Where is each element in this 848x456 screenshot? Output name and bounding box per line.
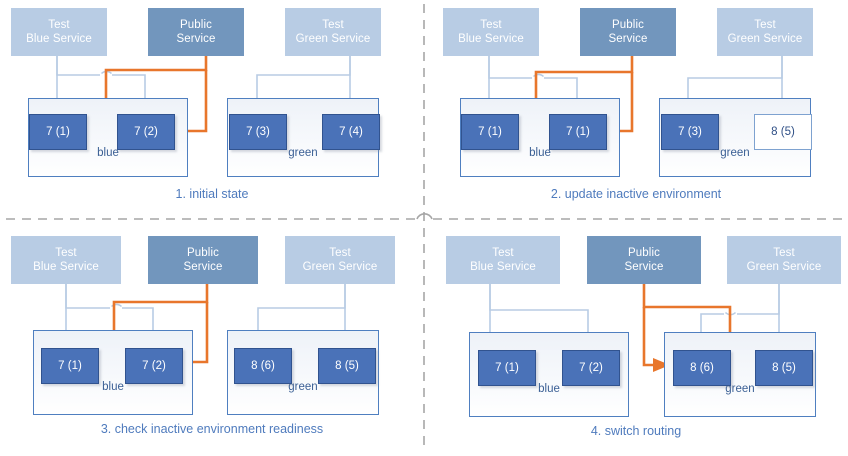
blue-task-1[interactable]: 7 (1) xyxy=(461,114,519,150)
test-green-service-label-1: Test xyxy=(322,19,344,31)
green-environment-label: green xyxy=(725,383,755,395)
green-task-1[interactable]: 8 (6) xyxy=(234,348,292,384)
blue-environment-label: blue xyxy=(97,147,119,159)
divider-crossover-hop xyxy=(416,213,433,220)
test-green-service-label-1: Test xyxy=(773,247,795,259)
test-blue-service-label-1: Test xyxy=(480,19,502,31)
panel-1-caption: 1. initial state xyxy=(175,187,249,201)
green-environment-label: green xyxy=(288,147,318,159)
green-task-2[interactable]: 7 (4) xyxy=(322,114,380,150)
blue-task-1[interactable]: 7 (1) xyxy=(41,348,99,384)
test-green-service-label-1: Test xyxy=(329,247,351,259)
blue-task-2[interactable]: 7 (2) xyxy=(117,114,175,150)
test-blue-service-label-2: Blue Service xyxy=(26,33,92,45)
public-service-label-2: Service xyxy=(624,261,664,273)
test-green-service-label-2: Green Service xyxy=(746,261,822,273)
blue-environment-label: blue xyxy=(538,383,560,395)
green-task-1[interactable]: 7 (3) xyxy=(661,114,719,150)
green-task-1[interactable]: 7 (3) xyxy=(229,114,287,150)
green-task-2[interactable]: 8 (5) xyxy=(754,114,812,150)
public-service-label-1: Public xyxy=(628,247,660,259)
public-service-label-1: Public xyxy=(187,247,219,259)
test-blue-service-label-1: Test xyxy=(492,247,514,259)
green-environment-label: green xyxy=(288,381,318,393)
public-service-label-2: Service xyxy=(183,261,223,273)
public-service-label-1: Public xyxy=(180,19,212,31)
blue-environment: blue xyxy=(33,330,193,415)
test-blue-service-label-1: Test xyxy=(55,247,77,259)
blue-task-1[interactable]: 7 (1) xyxy=(29,114,87,150)
green-environment-label: green xyxy=(720,147,750,159)
public-service-label-1: Public xyxy=(612,19,644,31)
panel-4-caption: 4. switch routing xyxy=(590,424,682,438)
test-blue-service-label-2: Blue Service xyxy=(33,261,99,273)
blue-environment-label: blue xyxy=(102,381,124,393)
green-task-2[interactable]: 8 (5) xyxy=(755,350,813,386)
blue-task-1[interactable]: 7 (1) xyxy=(478,350,536,386)
public-service-label-2: Service xyxy=(176,33,216,45)
blue-task-2[interactable]: 7 (2) xyxy=(125,348,183,384)
test-blue-service-label-1: Test xyxy=(48,19,70,31)
green-task-2[interactable]: 8 (5) xyxy=(318,348,376,384)
blue-task-2[interactable]: 7 (2) xyxy=(562,350,620,386)
panel-3-caption: 3. check inactive environment readiness xyxy=(100,422,324,436)
blue-task-2[interactable]: 7 (1) xyxy=(549,114,607,150)
public-service-label-2: Service xyxy=(608,33,648,45)
green-task-1[interactable]: 8 (6) xyxy=(673,350,731,386)
test-green-service-label-2: Green Service xyxy=(727,33,803,45)
test-green-service-label-1: Test xyxy=(754,19,776,31)
test-blue-service-label-2: Blue Service xyxy=(458,33,524,45)
panel-2-caption: 2. update inactive environment xyxy=(550,187,722,201)
test-green-service-label-2: Green Service xyxy=(302,261,378,273)
test-blue-service-label-2: Blue Service xyxy=(470,261,536,273)
test-green-service-label-2: Green Service xyxy=(295,33,371,45)
blue-environment-label: blue xyxy=(529,147,551,159)
